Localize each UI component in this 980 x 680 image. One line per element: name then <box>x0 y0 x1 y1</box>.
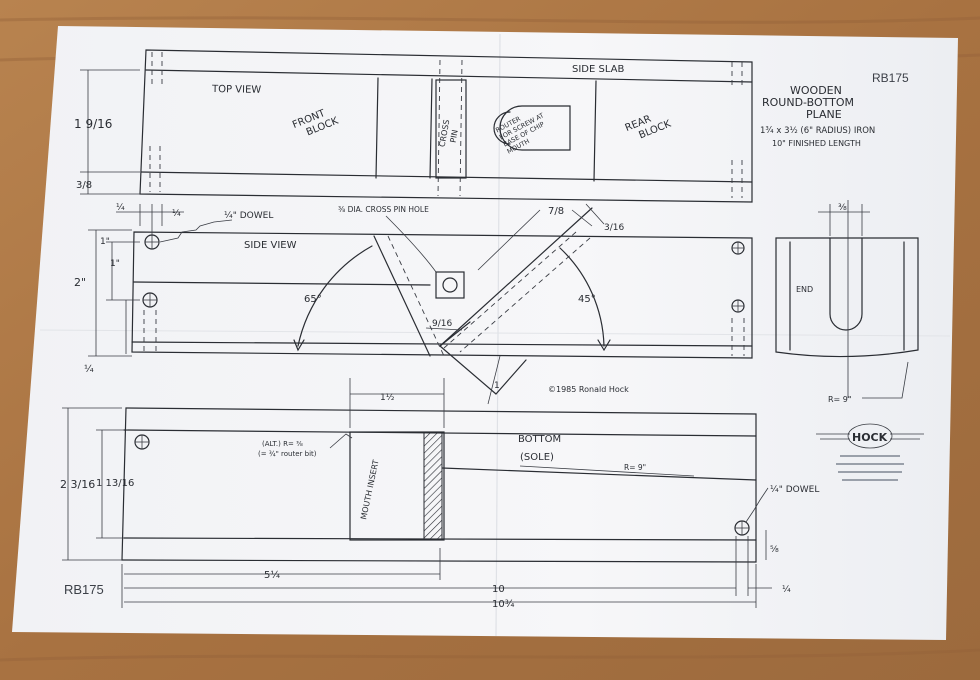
angle-front: 65° <box>304 294 322 305</box>
dim-7-8: 7/8 <box>548 206 564 217</box>
router-alt-note-2: (= ¾" router bit) <box>258 450 317 458</box>
side-slab-label: SIDE SLAB <box>572 64 624 75</box>
copyright-note: ©1985 Ronald Hock <box>548 385 629 394</box>
router-alt-note-1: (ALT.) R= ⅜ <box>262 440 303 448</box>
side-view-title: SIDE VIEW <box>244 240 297 251</box>
dim-bottom-quarter: ¼ <box>782 585 791 595</box>
dim-1-half: 1½ <box>380 393 395 403</box>
dim-one-c: 1 <box>494 381 500 391</box>
dim-side-slab: 3/8 <box>76 180 92 191</box>
dim-5-quarter: 5¼ <box>264 569 280 581</box>
end-view: ⅜ END R= 9" <box>775 200 919 404</box>
side-view: ¼ ¼ ¼" DOWEL SIDE VIEW ⅜ DIA. CROSS PIN … <box>74 203 753 405</box>
drawing-code-bottom: RB175 <box>64 582 104 597</box>
dim-one-b: 1" <box>110 259 120 269</box>
title-line-1: WOODEN <box>790 84 842 97</box>
dim-quarter-a: ¼ <box>116 203 125 213</box>
crosspin-note: ⅜ DIA. CROSS PIN HOLE <box>338 205 429 214</box>
dowel-note-side: ¼" DOWEL <box>224 211 273 221</box>
dim-10: 10 <box>492 584 505 595</box>
spec-line-1: 1¾ x 3½ (6" RADIUS) IRON <box>760 126 875 136</box>
end-dim-top: ⅜ <box>838 203 847 213</box>
dim-one-a: 1" <box>100 237 110 247</box>
title-line-2: ROUND-BOTTOM <box>762 96 854 109</box>
bottom-view: 1½ BOTTOM (SOLE) R= 9" (ALT.) R= ⅜ (= ¾"… <box>60 378 819 610</box>
dim-5-8: ⅝ <box>770 545 779 555</box>
title-line-3: PLANE <box>806 108 842 121</box>
cross-pin-label-2: PIN <box>449 129 460 144</box>
dim-side-height: 2" <box>74 276 86 289</box>
dim-side-bottom: ¼ <box>84 363 94 375</box>
end-radius: R= 9" <box>828 395 852 404</box>
drawing-code-top: RB175 <box>872 71 909 85</box>
dim-10-3-4: 10¾ <box>492 599 515 610</box>
spec-line-2: 10" FINISHED LENGTH <box>772 139 861 148</box>
dim-bottom-width: 2 3/16 <box>60 478 95 491</box>
bottom-title: BOTTOM <box>518 434 561 445</box>
dim-quarter-b: ¼ <box>172 209 181 219</box>
dim-bottom-inner: 1 13/16 <box>96 478 134 489</box>
title-block: RB175 WOODEN ROUND-BOTTOM PLANE 1¾ x 3½ … <box>760 71 909 148</box>
dowel-note-bottom: ¼" DOWEL <box>770 485 819 495</box>
hock-logo: HOCK <box>816 423 924 481</box>
bottom-radius: R= 9" <box>624 463 646 472</box>
bottom-subtitle: (SOLE) <box>520 452 554 463</box>
dim-9-16: 9/16 <box>432 319 452 329</box>
angle-rear: 45° <box>578 294 596 305</box>
top-view-title: TOP VIEW <box>211 84 261 96</box>
logo-text: HOCK <box>852 431 888 444</box>
dim-top-width: 1 9/16 <box>74 117 112 131</box>
dim-3-16: 3/16 <box>604 223 624 233</box>
end-label: END <box>796 285 813 294</box>
